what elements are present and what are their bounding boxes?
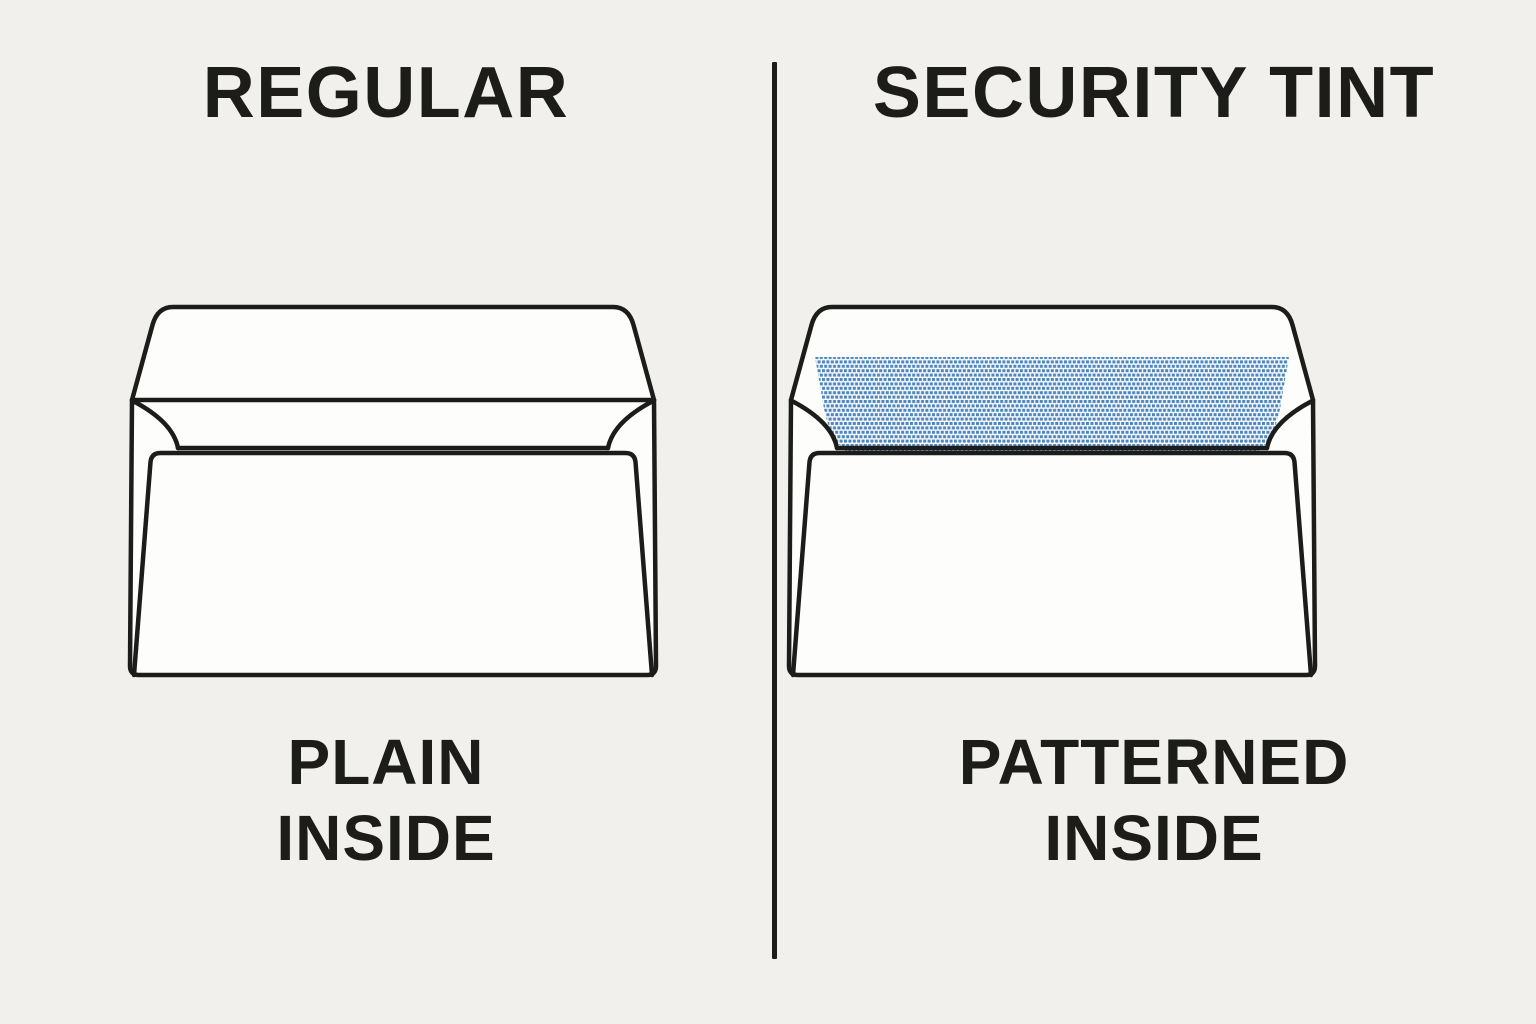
envelope-regular-illustration [127,304,659,678]
envelope-body-outline [786,397,1318,678]
title-security-tint: SECURITY TINT [872,53,1436,133]
side-flap-curve-right [1264,398,1315,451]
envelope-body-outline [127,397,659,678]
envelope-pocket-outline [131,450,655,678]
caption-line-2: INSIDE [1044,802,1264,874]
security-tint-pattern [815,357,1289,451]
caption-line-1: PATTERNED [958,726,1350,798]
caption-line-1: PLAIN [287,726,485,798]
panel-security-tint: SECURITY TINT PATTERNED IN [774,0,1534,1024]
envelope-flap-outline [129,304,657,403]
envelope-pocket [793,453,1311,675]
envelope-flap-outline [788,304,1316,403]
envelope-flap [132,307,654,400]
side-flap-curve-left [789,398,840,451]
panel-regular: REGULAR PLAIN INSIDE [6,0,766,1024]
side-flap-curve-left [130,398,181,451]
side-flap-left [791,400,837,453]
divider-line [772,62,777,959]
title-regular: REGULAR [202,53,570,133]
envelope-pocket [134,453,652,675]
caption-line-2: INSIDE [276,802,496,874]
envelope-pocket-outline [790,450,1314,678]
side-flap-curve-right [605,398,656,451]
caption-patterned-inside: PATTERNED INSIDE [774,724,1534,876]
side-flap-right [1267,400,1313,453]
envelope-security-tint-illustration [786,304,1318,678]
caption-plain-inside: PLAIN INSIDE [6,724,766,876]
